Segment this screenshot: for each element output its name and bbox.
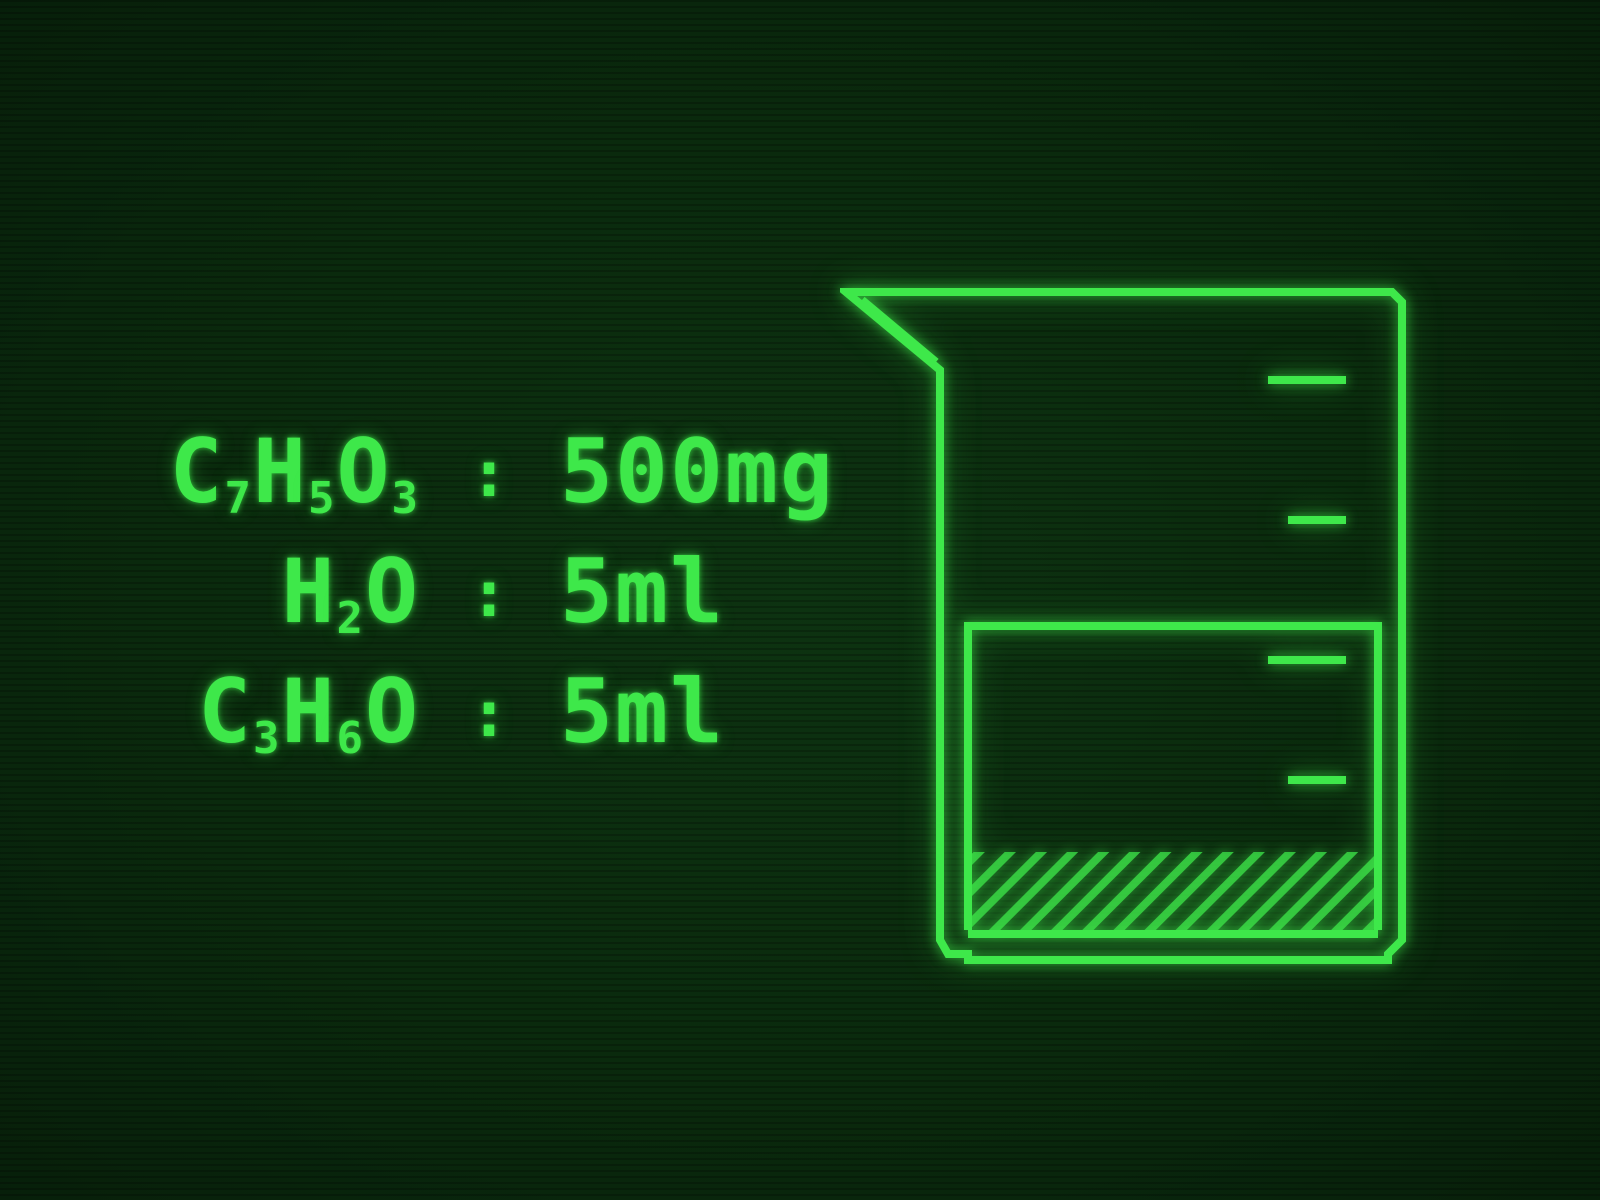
- ingredient-formula: C7H5O3: [169, 420, 420, 524]
- liquid-level: [964, 622, 1382, 930]
- ingredient-separator: :: [469, 438, 511, 512]
- beaker-spout: [859, 296, 939, 366]
- ingredient-separator: :: [469, 678, 511, 752]
- ingredient-formula: H2O: [281, 540, 420, 644]
- beaker-icon: [840, 288, 1406, 964]
- ingredient-formula: C3H6O: [198, 660, 420, 764]
- ingredient-amount: 5ml: [560, 540, 725, 643]
- ingredient-row: H2O : 5ml: [80, 548, 725, 641]
- ingredient-amount: 500mg: [560, 420, 835, 523]
- sediment: [972, 852, 1374, 934]
- ingredient-row: C7H5O3 : 500mg: [80, 428, 835, 521]
- ingredient-list: C7H5O3 : 500mg H2O : 5ml C3H6O : 5ml: [80, 428, 835, 761]
- ingredient-amount: 5ml: [560, 660, 725, 763]
- ingredient-separator: :: [469, 558, 511, 632]
- ingredient-row: C3H6O : 5ml: [80, 668, 725, 761]
- beaker: [840, 270, 1440, 1010]
